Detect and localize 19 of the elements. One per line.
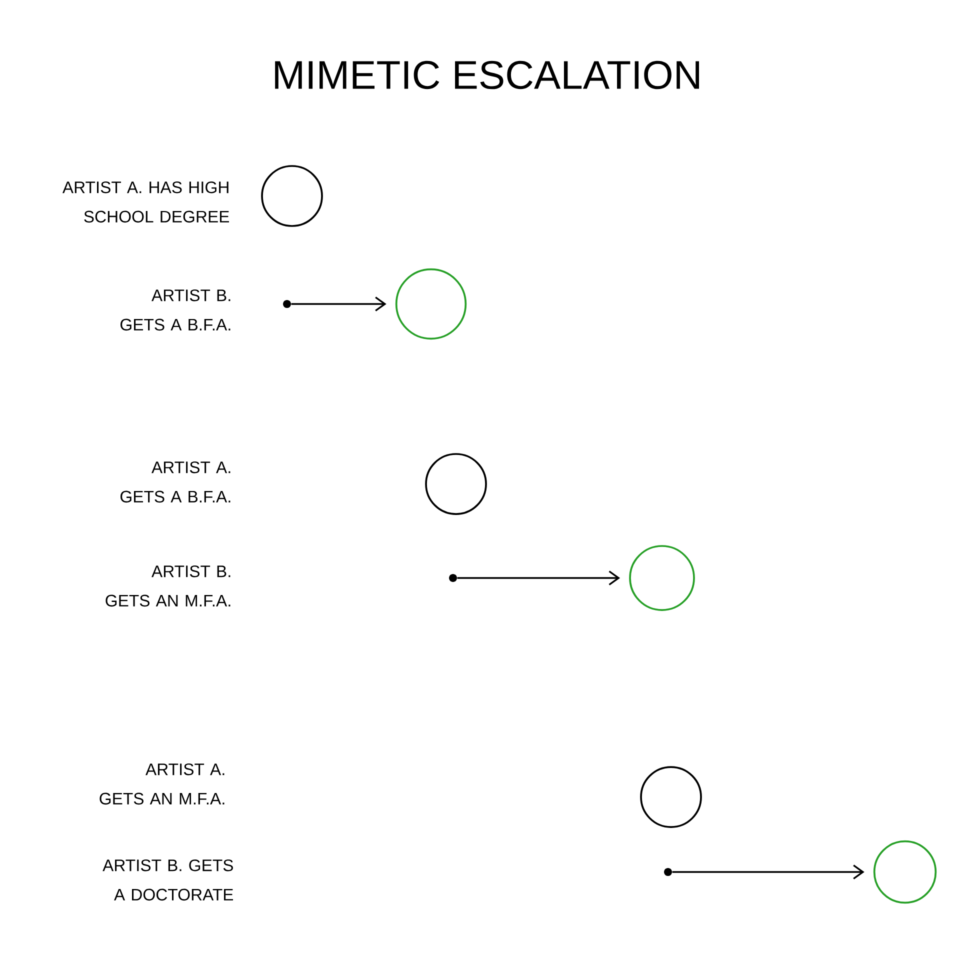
caption-text: ARTIST B. GETS AN M.F.A. (106, 565, 230, 607)
head-circle (640, 766, 702, 828)
title: MIMETIC ESCALATION (275, 60, 699, 90)
arrow (291, 296, 386, 312)
start-dot (664, 868, 672, 876)
caption-text: ARTIST B. GETS A DOCTORATE (102, 859, 234, 901)
start-dot (449, 574, 457, 582)
caption-text: ARTIST A. GETS AN M.F.A. (100, 763, 224, 805)
head-circle (873, 840, 937, 904)
head-circle (425, 453, 487, 515)
caption-text: ARTIST A. HAS HIGH SCHOOL DEGREE (62, 181, 229, 223)
head-circle (629, 545, 695, 611)
arrow (672, 864, 864, 880)
arrow (457, 570, 620, 586)
caption-text: ARTIST B. GETS A B.F.A. (120, 289, 230, 331)
caption-text: ARTIST A. GETS A B.F.A. (120, 461, 230, 503)
head-circle (395, 268, 467, 340)
start-dot (283, 300, 291, 308)
head-circle (261, 165, 323, 227)
